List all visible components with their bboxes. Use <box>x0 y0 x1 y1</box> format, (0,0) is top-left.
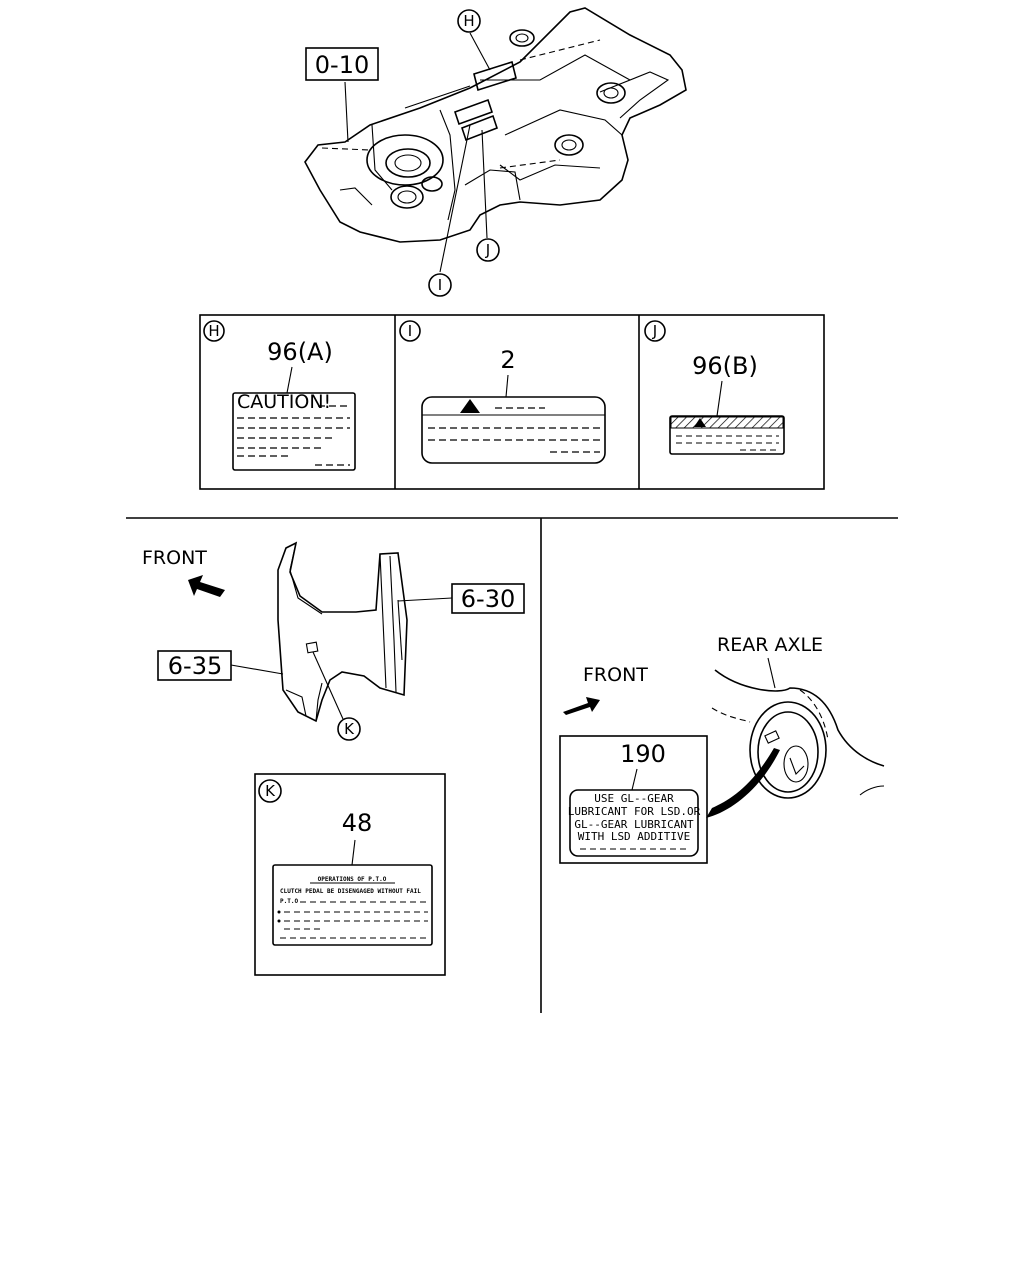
svg-text:H: H <box>208 322 219 340</box>
svg-text:J: J <box>652 322 657 340</box>
detail-panels-table <box>199 314 825 490</box>
ref-label-0-10: 0-10 <box>305 47 379 81</box>
callout-h: H <box>457 9 481 33</box>
lsd-label-line-2: LUBRICANT FOR LSD.OR <box>568 805 701 818</box>
svg-text:J: J <box>485 241 490 259</box>
ref-label-6-30: 6-30 <box>451 583 525 614</box>
detail-panel-190: 190 USE GL--GEAR LUBRICANT FOR LSD.OR GL… <box>559 735 708 864</box>
callout-j: J <box>476 238 500 262</box>
front-arrow-right-icon <box>563 697 600 715</box>
pto-label-line-2: P.T.O <box>280 898 298 905</box>
transmission-housing-illustration <box>304 7 687 273</box>
part-number-96b: 96(B) <box>692 352 758 380</box>
front-arrow-left-icon <box>188 575 225 597</box>
part-number-2: 2 <box>500 346 515 374</box>
svg-text:0-10: 0-10 <box>315 51 369 79</box>
cab-bracket-illustration <box>230 541 453 723</box>
caution-label-heading: CAUTION! <box>237 391 331 413</box>
lsd-label-line-3: GL--GEAR LUBRICANT <box>574 818 694 831</box>
detail-panel-k: K 48 OPERATIONS OF P.T.O CLUTCH PEDAL BE… <box>254 773 446 976</box>
detail-panel-j: J 96(B) <box>644 320 785 455</box>
front-label-right: FRONT <box>583 664 648 686</box>
warning-triangle-small-icon <box>694 418 706 427</box>
part-number-48: 48 <box>342 809 373 837</box>
pto-label-heading: OPERATIONS OF P.T.O <box>318 876 387 883</box>
lsd-label-line-4: WITH LSD ADDITIVE <box>578 830 691 843</box>
part-number-96a: 96(A) <box>267 338 333 366</box>
svg-text:H: H <box>463 12 474 30</box>
svg-text:6-35: 6-35 <box>168 652 222 680</box>
svg-text:I: I <box>408 322 412 340</box>
lsd-label-line-1: USE GL--GEAR <box>594 792 674 805</box>
svg-text:K: K <box>344 720 355 738</box>
detail-panel-i: I 2 <box>399 320 606 464</box>
front-label-left: FRONT <box>142 547 207 569</box>
ref-label-6-35: 6-35 <box>157 650 232 681</box>
callout-k: K <box>337 717 361 741</box>
rear-axle-illustration <box>706 669 885 818</box>
svg-text:I: I <box>438 276 442 294</box>
svg-text:6-30: 6-30 <box>461 585 515 613</box>
callout-i: I <box>428 273 452 297</box>
detail-panel-h: H 96(A) CAUTION! <box>203 320 356 471</box>
warning-triangle-icon <box>460 399 480 413</box>
pto-label-line-1: CLUTCH PEDAL BE DISENGAGED WITHOUT FAIL <box>280 888 421 895</box>
part-number-190: 190 <box>620 740 666 768</box>
rear-axle-label: REAR AXLE <box>717 634 823 656</box>
svg-text:K: K <box>265 782 276 800</box>
